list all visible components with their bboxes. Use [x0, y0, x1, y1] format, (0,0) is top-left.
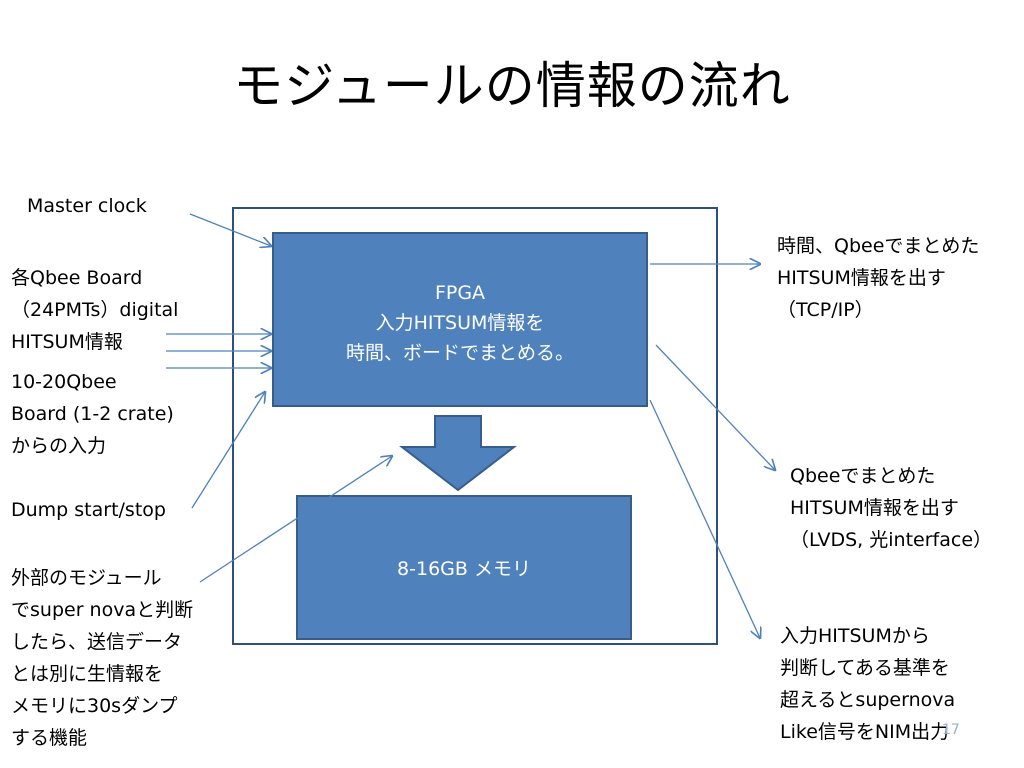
- external-line-6: する機能: [11, 727, 88, 749]
- memory-label: 8-16GB メモリ: [397, 558, 531, 580]
- fpga-line-1: FPGA: [434, 282, 486, 304]
- external-module-label: 外部のモジュール でsuper novaと判断 したら、送信データ とは別に生情…: [11, 562, 193, 754]
- nim-line-2: 判断してある基準を: [780, 657, 950, 679]
- master-clock-label: Master clock: [27, 195, 147, 217]
- qbee-count-line-1: 10-20Qbee: [11, 371, 117, 393]
- external-line-2: でsuper novaと判断: [11, 599, 194, 621]
- external-line-5: メモリに30sダンプ: [11, 695, 178, 717]
- qbee-board-label: 各Qbee Board （24PMTs）digital HITSUM情報: [11, 262, 178, 358]
- slide-number: 17: [942, 722, 960, 738]
- tcp-line-1: 時間、Qbeeでまとめた: [777, 235, 980, 257]
- qbee-board-line-1: 各Qbee Board: [11, 267, 143, 289]
- qbee-count-label: 10-20Qbee Board (1-2 crate) からの入力: [11, 366, 174, 462]
- fpga-line-3: 時間、ボードでまとめる。: [345, 342, 574, 364]
- nim-output-label: 入力HITSUMから 判断してある基準を 超えるとsupernova Like信…: [780, 620, 955, 748]
- nim-line-1: 入力HITSUMから: [780, 625, 930, 647]
- nim-line-3: 超えるとsupernova: [780, 689, 956, 711]
- memory-box: 8-16GB メモリ: [296, 495, 632, 640]
- qbee-board-line-2: （24PMTs）digital: [11, 299, 179, 321]
- external-line-4: とは別に生情報を: [11, 663, 164, 685]
- dump-label: Dump start/stop: [11, 499, 166, 521]
- module-container: [232, 207, 718, 645]
- nim-line-4: Like信号をNIM出力: [780, 721, 950, 743]
- lvds-line-1: Qbeeでまとめた: [790, 465, 936, 487]
- qbee-board-line-3: HITSUM情報: [11, 331, 123, 353]
- tcp-line-3: （TCP/IP）: [777, 299, 874, 321]
- external-line-3: したら、送信データ: [11, 631, 183, 653]
- arrow-external: [199, 456, 392, 583]
- arrow-nim-out: [649, 399, 760, 638]
- tcp-line-2: HITSUM情報を出す: [777, 267, 946, 289]
- qbee-count-line-2: Board (1-2 crate): [11, 403, 174, 425]
- lvds-line-3: （LVDS, 光interface）: [790, 529, 993, 551]
- arrow-dump: [191, 392, 265, 509]
- down-arrow-fpga-to-memory: [399, 415, 517, 492]
- lvds-line-2: HITSUM情報を出す: [790, 497, 959, 519]
- fpga-line-2: 入力HITSUM情報を: [375, 312, 545, 334]
- lvds-output-label: Qbeeでまとめた HITSUM情報を出す （LVDS, 光interface）: [790, 460, 992, 556]
- qbee-count-line-3: からの入力: [11, 435, 107, 457]
- fpga-box: FPGA 入力HITSUM情報を 時間、ボードでまとめる。: [272, 232, 648, 407]
- arrow-master-clock: [189, 213, 271, 246]
- tcp-output-label: 時間、Qbeeでまとめた HITSUM情報を出す （TCP/IP）: [777, 230, 979, 326]
- slide-title: モジュールの情報の流れ: [233, 57, 791, 115]
- external-line-1: 外部のモジュール: [11, 567, 162, 589]
- arrow-lvds-out: [655, 344, 775, 470]
